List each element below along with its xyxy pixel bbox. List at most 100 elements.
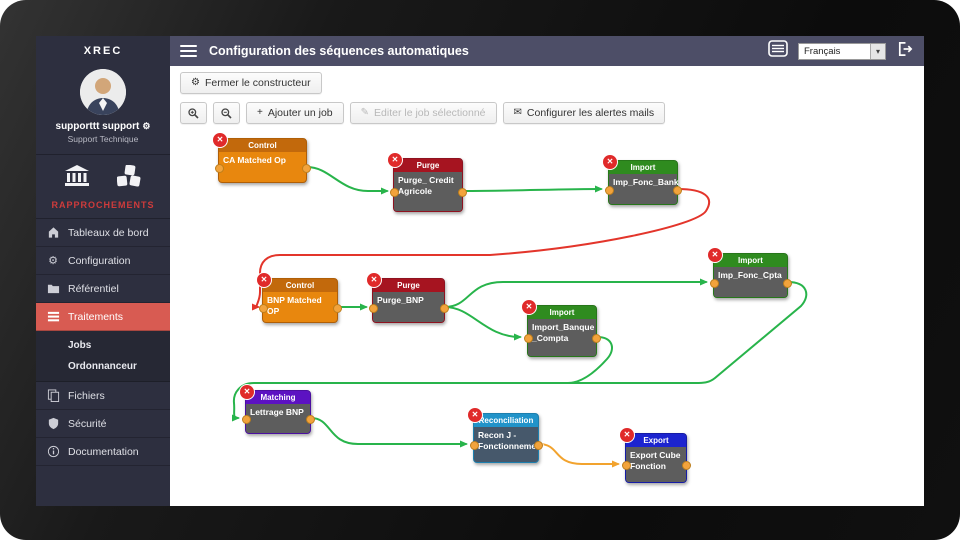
delete-node-button[interactable]: ✕ [256,272,272,288]
node-type-label: Import [528,306,596,319]
left-port[interactable] [389,188,399,197]
info-icon [46,445,60,458]
left-port[interactable] [214,163,224,173]
sidebar-item-tableaux-de-bord[interactable]: Tableaux de bord [36,219,170,247]
home-icon [46,226,60,239]
edge-matching-lettrage-bnp-to-recon-j-fonctionnement [310,417,468,448]
zoom-in-button[interactable] [180,102,207,124]
node-type-label: Purge [394,159,462,172]
edge-purge-credit-agricole-to-imp-fonc-bank [462,185,603,193]
sidebar-subitem-jobs[interactable]: Jobs [68,340,92,351]
shield-icon [46,417,60,430]
node-job-label: Recon J - Fonctionnement [474,427,544,462]
left-port[interactable] [241,415,251,424]
list-icon[interactable] [768,40,788,62]
add-job-button[interactable]: + Ajouter un job [246,102,344,124]
topbar: Configuration des séquences automatiques… [170,36,924,66]
cubes-icon[interactable] [116,164,142,192]
node-type-label: Control [219,139,306,152]
toolbar-row-2: + Ajouter un job ✎ Editer le job sélecti… [170,94,924,124]
delete-node-button[interactable]: ✕ [212,132,228,148]
chevron-down-icon: ▾ [870,43,885,59]
user-name-row: supporttt support⚙ [36,121,170,132]
delete-node-button[interactable]: ✕ [602,154,618,170]
files-icon [46,389,60,402]
language-select[interactable]: Français ▾ [798,42,886,60]
delete-node-button[interactable]: ✕ [521,299,537,315]
mail-icon: ✉ [513,107,522,118]
configure-alerts-button[interactable]: ✉ Configurer les alertes mails [502,102,666,124]
right-port[interactable] [457,188,467,197]
delete-node-button[interactable]: ✕ [707,247,723,263]
sidebar-item-configuration[interactable]: ⚙ Configuration [36,247,170,275]
right-port[interactable] [301,163,311,173]
sidebar-item-traitements[interactable]: Traitements [36,303,170,331]
app-brand: XREC [83,45,123,57]
left-port[interactable] [621,461,631,470]
delete-node-button[interactable]: ✕ [467,407,483,423]
tasks-icon [46,310,60,323]
right-port[interactable] [332,303,342,313]
gears-icon: ⚙ [48,255,58,267]
edge-control-ca-to-purge-credit-agricole [306,166,389,195]
magnifier-minus-icon [221,107,232,119]
sidebar-item-documentation[interactable]: Documentation [36,438,170,466]
left-port[interactable] [709,278,719,288]
node-job-label: CA Matched Op [219,152,306,182]
right-port[interactable] [681,461,691,470]
edit-icon: ✎ [360,107,370,118]
left-port[interactable] [523,334,533,343]
sidebar-item-securite[interactable]: Sécurité [36,410,170,438]
user-settings-icon[interactable]: ⚙ [142,121,151,131]
edge-imp-fonc-cpta-to-matching-lettrage-bnp [231,281,808,422]
node-job-label: Purge_ Credit Agricole [394,172,462,211]
edit-job-button[interactable]: ✎ Editer le job sélectionné [349,102,497,124]
node-job-label: Lettrage BNP [246,404,310,433]
left-port[interactable] [604,185,614,195]
magnifier-plus-icon [188,107,199,119]
right-port[interactable] [439,303,449,313]
zoom-out-button[interactable] [213,102,240,124]
node-type-label: Reconciliation [474,414,538,427]
right-port[interactable] [591,334,601,343]
menu-toggle-button[interactable] [180,44,197,58]
right-port[interactable] [533,441,543,450]
edge-purge-bnp-to-imp-fonc-cpta [444,278,708,308]
node-type-label: Purge [373,279,444,292]
logout-icon[interactable] [896,40,914,63]
delete-node-button[interactable]: ✕ [619,427,635,443]
sidebar-item-referentiel[interactable]: Référentiel [36,275,170,303]
left-port[interactable] [469,441,479,450]
delete-node-button[interactable]: ✕ [387,152,403,168]
sidebar-menu: Tableaux de bord ⚙ Configuration Référen… [36,219,170,466]
sidebar-subitem-ordonnanceur[interactable]: Ordonnanceur [68,361,137,372]
node-job-label: BNP Matched OP [263,292,337,322]
plus-icon: + [257,107,263,118]
node-type-label: Export [626,434,686,447]
right-port[interactable] [305,415,315,424]
right-port[interactable] [782,278,792,288]
delete-node-button[interactable]: ✕ [366,272,382,288]
right-port[interactable] [672,185,682,195]
node-job-label: Imp_Fonc_Cpta [714,267,787,297]
left-port[interactable] [368,303,378,313]
bank-icon[interactable] [64,165,90,192]
user-avatar [80,69,126,115]
close-builder-button[interactable]: ⚙ Fermer le constructeur [180,72,322,94]
edge-recon-j-fonctionnement-to-export-cube-fonction [538,443,620,468]
left-port[interactable] [258,303,268,313]
sidebar-item-fichiers[interactable]: Fichiers [36,382,170,410]
delete-node-button[interactable]: ✕ [239,384,255,400]
node-job-label: Imp_Fonc_Bank [609,174,679,204]
